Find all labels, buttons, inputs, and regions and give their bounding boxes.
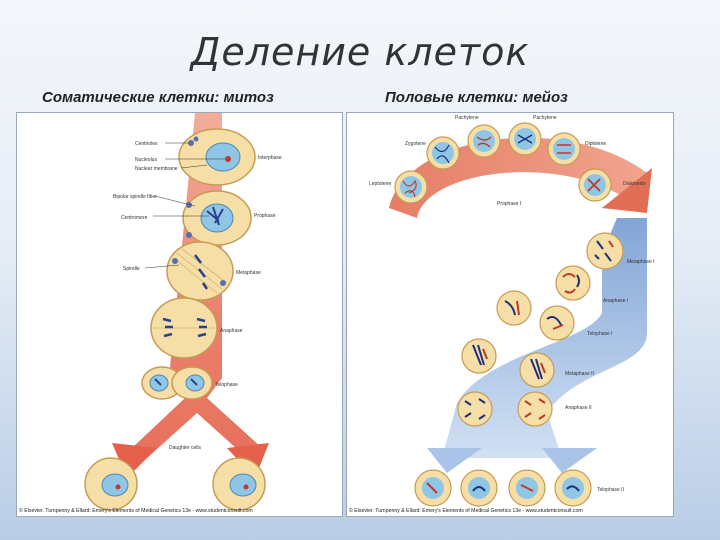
meiosis-copyright: © Elsevier. Turnpenny & Ellard: Emery's …	[349, 508, 583, 514]
daughter-cell-right	[212, 457, 266, 511]
label-centrioles: Centrioles	[135, 141, 158, 147]
metaphase-i-cell	[586, 232, 624, 270]
label-anaphase-ii: Anaphase II	[565, 405, 592, 411]
slide-title: Деление клеток	[190, 30, 530, 74]
label-pachytene-2: Pachytene	[533, 115, 557, 121]
pachytene-cell-1	[467, 124, 501, 158]
mitosis-copyright: © Elsevier. Turnpenny & Ellard: Emery's …	[19, 508, 253, 514]
label-leptotene: Leptotene	[369, 181, 391, 187]
label-leader-lines	[144, 142, 225, 269]
telophase-ii-cell-4	[554, 469, 592, 507]
label-metaphase-i: Metaphase I	[627, 259, 655, 265]
anaphase-i-cell	[555, 265, 591, 301]
diakinesis-cell	[578, 168, 612, 202]
meiosis-diagram: Pachytene Pachytene Zygotene Diplotene L…	[369, 115, 655, 507]
label-metaphase-ii: Metaphase II	[565, 371, 594, 377]
label-prophase-i: Prophase I	[497, 201, 521, 207]
telophase-ii-cell-1	[414, 469, 452, 507]
prophase-cell	[182, 190, 252, 246]
interphase-cell	[178, 128, 256, 186]
telophase-ii-cell-3	[508, 469, 546, 507]
meiosis-heading: Половые клетки: мейоз	[385, 89, 568, 106]
mitosis-figure: Centrioles Nucleolus Nuclear membrane Bi…	[16, 112, 343, 517]
label-pachytene: Pachytene	[455, 115, 479, 121]
label-nucleolus: Nucleolus	[135, 157, 157, 163]
metaphase-ii-cell-left	[461, 338, 497, 374]
leptotene-cell	[394, 170, 428, 204]
diplotene-cell	[547, 132, 581, 166]
label-telophase: Telophase	[215, 382, 238, 388]
label-diakinesis: Diakinesis	[623, 181, 646, 187]
anaphase-cell	[150, 297, 218, 359]
zygotene-cell	[426, 136, 460, 170]
label-centromere: Centromere	[121, 215, 148, 221]
metaphase-cell	[166, 241, 234, 301]
mitosis-diagram: Centrioles Nucleolus Nuclear membrane Bi…	[84, 113, 282, 511]
meiosis-blue-head-left	[427, 448, 482, 473]
label-spindle: Spindle	[123, 266, 140, 272]
daughter-cell-left	[84, 457, 138, 511]
label-telophase-i: Telophase I	[587, 331, 613, 337]
pachytene-cell-2	[508, 122, 542, 156]
label-zygotene: Zygotene	[405, 141, 426, 147]
label-anaphase-i: Anaphase I	[603, 298, 628, 304]
label-daughter-cells: Daughter cells	[169, 445, 201, 451]
label-bipolar-spindle: Bipolar spindle fiber	[113, 194, 157, 200]
anaphase-ii-cell-right	[517, 391, 553, 427]
label-telophase-ii: Telophase II	[597, 487, 624, 493]
meiosis-figure: Pachytene Pachytene Zygotene Diplotene L…	[346, 112, 674, 517]
mitosis-heading: Соматические клетки: митоз	[42, 89, 274, 106]
label-prophase: Prophase	[254, 213, 276, 219]
telophase-cell	[141, 366, 213, 400]
telophase-ii-cell-2	[460, 469, 498, 507]
telophase-i-cell-right	[539, 305, 575, 341]
label-metaphase: Metaphase	[236, 270, 261, 276]
label-nuclear-membrane: Nuclear membrane	[135, 166, 178, 172]
label-diplotene: Diplotene	[585, 141, 606, 147]
meiosis-blue-arrow	[442, 218, 647, 458]
label-anaphase: Anaphase	[220, 328, 243, 334]
metaphase-ii-cell-right	[519, 352, 555, 388]
label-interphase: Interphase	[258, 155, 282, 161]
meiosis-blue-head-right	[542, 448, 597, 473]
telophase-i-cell-left	[496, 290, 532, 326]
anaphase-ii-cell-left	[457, 391, 493, 427]
meiosis-arc-head	[602, 168, 652, 213]
